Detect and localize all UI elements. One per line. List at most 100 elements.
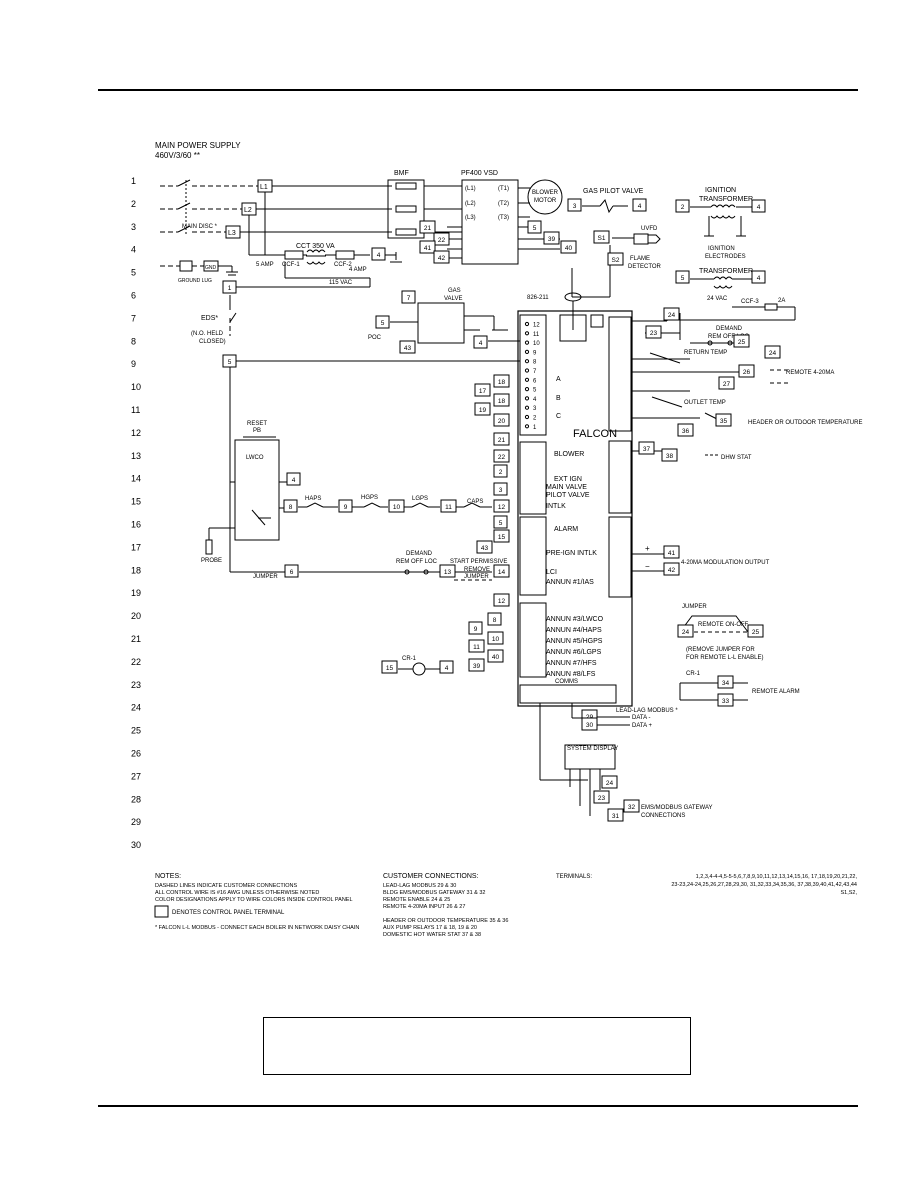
terminal-box xyxy=(747,624,764,638)
supply-title: MAIN POWER SUPPLY xyxy=(155,141,241,150)
row-number: 3 xyxy=(131,222,136,232)
customer-line: DOMESTIC HOT WATER STAT 37 & 38 xyxy=(383,932,481,938)
terminal-label: 4 xyxy=(479,340,483,347)
terminal-box xyxy=(439,564,456,578)
terminal-label: 38 xyxy=(666,453,674,460)
eds-label: EDS* xyxy=(201,315,218,322)
terminal-label: S1 xyxy=(598,235,606,242)
blower-motor-label: BLOWER xyxy=(532,190,559,196)
dhw-label: DHW STAT xyxy=(721,455,752,461)
electrodes-label-2: ELECTRODES xyxy=(705,254,746,260)
j7-annun5: ANNUN #5/HGPS xyxy=(546,638,603,645)
amp5-label: 5 AMP xyxy=(256,262,274,268)
j5-pilot-valve: PILOT VALVE xyxy=(546,492,590,499)
pin-number: 3 xyxy=(533,406,537,412)
terminal-label: 22 xyxy=(438,237,446,244)
j4-label-b: B xyxy=(556,395,561,402)
j7-annun6: ANNUN #6/LGPS xyxy=(546,649,602,656)
terminal-box xyxy=(439,660,454,674)
vsd-l1: (L1) xyxy=(465,186,476,192)
eds-note-1: (N.O. HELD xyxy=(191,331,224,337)
terminal-box xyxy=(717,693,734,707)
j5-blower: BLOWER xyxy=(554,451,584,458)
terminal-box xyxy=(751,199,766,213)
ccf2-label: CCF-2 xyxy=(334,262,352,268)
terminal-box xyxy=(715,413,732,427)
terminal-box xyxy=(738,364,755,378)
terminal-label: 5 xyxy=(681,275,685,282)
pin-dot xyxy=(524,349,530,354)
pin-dot xyxy=(524,359,530,364)
vac24-label: 24 VAC xyxy=(707,296,728,302)
j5-ext-ign: EXT IGN xyxy=(554,476,582,483)
l2-label: L2 xyxy=(244,207,252,214)
terminal-label: 27 xyxy=(723,381,731,388)
terminal-box xyxy=(581,717,598,731)
supply-spec: 460V/3/60 ** xyxy=(155,151,200,160)
vac115-label: 115 VAC xyxy=(329,280,353,286)
terminal-label: 40 xyxy=(565,245,573,252)
uvfd-label: UVFD xyxy=(641,226,658,232)
terminal-label: 35 xyxy=(720,418,728,425)
terminal-label: 11 xyxy=(473,644,480,651)
customer-line: LEAD-LAG MODBUS 29 & 30 xyxy=(383,883,456,889)
terminal-box xyxy=(601,775,618,789)
cr1-label: CR-1 xyxy=(402,656,417,662)
probe-label: PROBE xyxy=(201,558,222,564)
mod-out-label: 4-20MA MODULATION OUTPUT xyxy=(681,560,770,566)
terminal-box xyxy=(487,649,504,663)
terminal-label: 10 xyxy=(492,636,500,643)
terminal-box xyxy=(284,564,299,578)
transformer-label: TRANSFORMER xyxy=(699,268,753,275)
pin-number: 2 xyxy=(533,416,537,422)
terminal-label: 1 xyxy=(228,285,232,292)
row-number: 27 xyxy=(131,771,141,781)
terminal-label: 17 xyxy=(479,388,487,395)
terminal-box xyxy=(474,383,491,397)
terminal-box xyxy=(677,624,694,638)
terminal-label: 3 xyxy=(499,487,503,494)
row-number: 19 xyxy=(131,588,141,598)
remote-onoff-label: REMOTE ON-OFF xyxy=(698,622,749,628)
row-number: 6 xyxy=(131,291,136,301)
flame-detector-label-2: DETECTOR xyxy=(628,264,662,270)
terminal-box xyxy=(473,335,488,349)
pin-number: 11 xyxy=(533,332,540,338)
row-number: 18 xyxy=(131,565,141,575)
terminal-box xyxy=(222,354,237,368)
l1-label: L1 xyxy=(260,184,268,191)
terminal-box xyxy=(560,240,577,254)
note-3: COLOR DESIGNATIONS APPLY TO WIRE COLORS … xyxy=(155,897,353,903)
pin-number: 7 xyxy=(533,369,537,375)
terminal-box xyxy=(286,472,301,486)
falcon-title: FALCON xyxy=(573,428,617,440)
terminal-label: 41 xyxy=(424,245,432,252)
terminal-label: 20 xyxy=(498,418,506,425)
terminal-box xyxy=(607,252,624,266)
terminal-box xyxy=(401,290,416,304)
terminal-box xyxy=(468,621,483,635)
j6-pre-ign: PRE-IGN INTLK xyxy=(546,550,597,557)
blower-motor-label-2: MOTOR xyxy=(534,198,557,204)
row-numbers: 1234567891011121314151617181920212223242… xyxy=(131,176,141,850)
terminal-label: 43 xyxy=(481,545,489,552)
row-number: 7 xyxy=(131,313,136,323)
j5-main-valve: MAIN VALVE xyxy=(546,484,587,491)
terminals-line2: 23-23,24-24,25,26,27,28,29,30, 31,32,33,… xyxy=(671,882,857,888)
remove-jumper-right-2: FOR REMOTE L-L ENABLE) xyxy=(686,655,763,661)
notes-heading: NOTES: xyxy=(155,873,181,880)
terminals-line3: S1,S2, xyxy=(840,890,857,896)
terminal-label: 9 xyxy=(474,626,478,633)
terminal-label: 12 xyxy=(498,504,506,511)
pin-number: 5 xyxy=(533,388,537,394)
terminal-box xyxy=(493,593,510,607)
pin-number: 8 xyxy=(533,360,537,366)
ign-transformer-label: IGNITION xyxy=(705,187,736,194)
terminal-label: 18 xyxy=(498,398,506,405)
terminal-box xyxy=(433,250,450,264)
terminal-label: 39 xyxy=(548,236,556,243)
terminal-label: 5 xyxy=(228,359,232,366)
row-number: 10 xyxy=(131,382,141,392)
